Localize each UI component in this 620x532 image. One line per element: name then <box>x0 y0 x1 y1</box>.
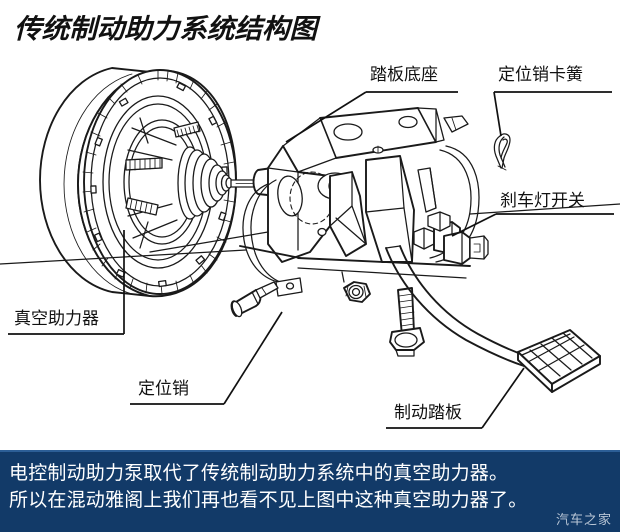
pedal-pad-ribs <box>527 332 593 377</box>
brake-pedal-graphic <box>385 245 601 393</box>
callout-label-brake-light-switch: 刹车灯开关 <box>500 191 585 210</box>
callout-label-locating-pin: 定位销 <box>138 379 189 398</box>
flange-bolt-graphic <box>389 287 425 357</box>
locating-pin-graphic <box>230 281 279 318</box>
booster-mounting-studs <box>125 121 201 216</box>
booster-crimp-tabs <box>90 82 228 288</box>
pedal-bracket-graphic <box>0 107 620 297</box>
caption-bar: 电控制动助力泵取代了传统制动助力系统中的真空助力器。 所以在混动雅阁上我们再也看… <box>0 450 620 532</box>
vacuum-booster-graphic <box>39 67 301 298</box>
caption-line-1: 电控制动助力泵取代了传统制动助力系统中的真空助力器。 <box>9 463 509 484</box>
callout-label-vacuum-booster: 真空助力器 <box>14 309 99 328</box>
caption-line-2: 所以在混动雅阁上我们再也看不见上图中这种真空助力器了。 <box>9 490 528 511</box>
technical-illustration: .ln { fill:none; stroke:#1a1a1a; stroke-… <box>0 67 620 429</box>
callout-label-pedal-base: 踏板底座 <box>370 65 438 84</box>
callout-label-pin-clip-spring: 定位销卡簧 <box>498 65 583 84</box>
callout-label-brake-pedal: 制动踏板 <box>394 403 462 422</box>
site-watermark: 汽车之家 <box>555 512 612 527</box>
brake-light-switch-graphic <box>413 211 489 265</box>
page-title: 传统制动助力系统结构图 <box>14 14 317 44</box>
callout-leaders <box>8 91 614 429</box>
hex-nut-graphic <box>341 271 371 303</box>
pin-clip-spring-graphic <box>493 133 511 171</box>
